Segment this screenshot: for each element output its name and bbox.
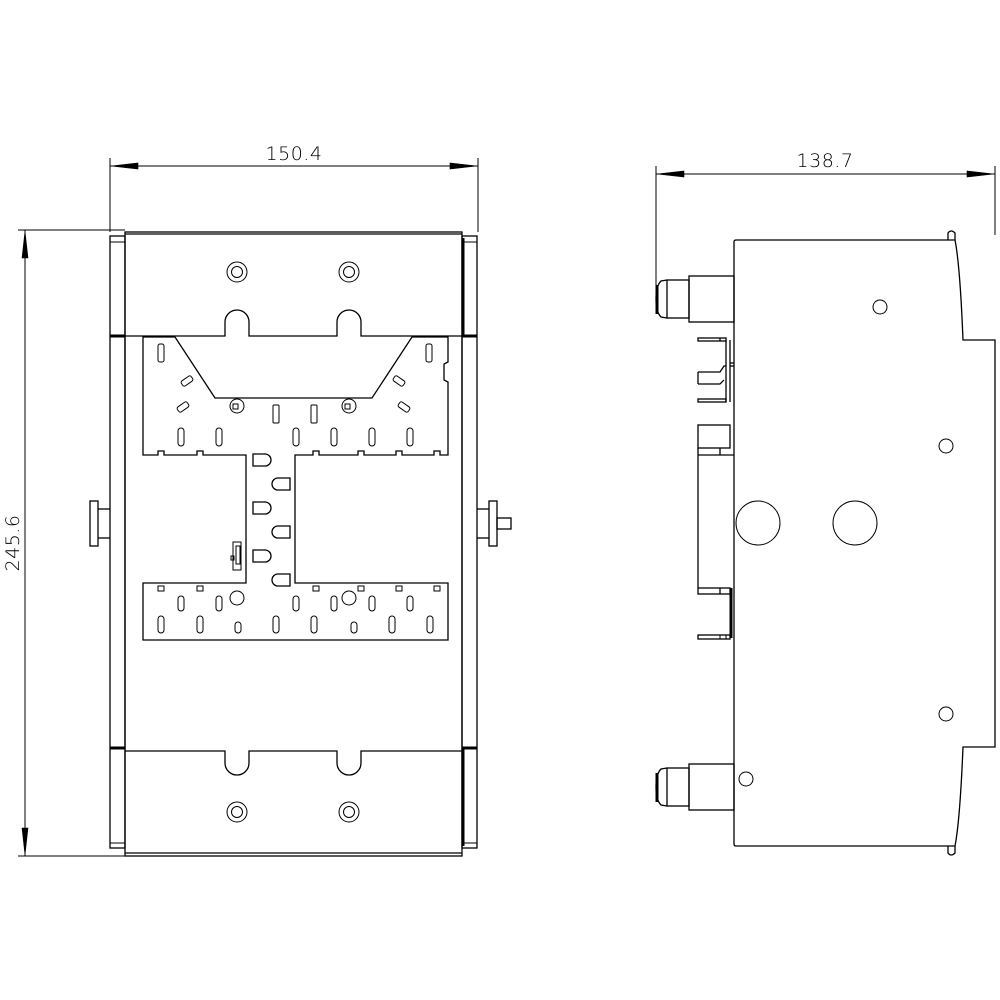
side-body: [733, 239, 996, 847]
arrow-left-icon: [656, 170, 685, 178]
hole-icon: [735, 500, 781, 546]
side-view: 138.7: [655, 150, 996, 856]
hole-icon: [938, 706, 954, 722]
dimension-width: 150.4: [109, 143, 479, 232]
knob-right: [477, 500, 512, 547]
top-terminal-cover: [125, 261, 462, 337]
main-body: [124, 231, 463, 857]
screw-icon: [338, 261, 360, 283]
screw-icon: [226, 261, 248, 283]
latch-icon: [230, 541, 242, 571]
bottom-terminal-cover: [125, 750, 462, 823]
arrow-right-icon: [966, 170, 995, 178]
busbar-plate: [142, 336, 449, 641]
dimension-depth-label: 138.7: [797, 150, 854, 172]
side-rail-left: [109, 235, 126, 849]
arrow-right-icon: [449, 162, 478, 170]
dimension-height: 245.6: [2, 229, 125, 857]
connector-top: [655, 275, 735, 323]
front-view: 150.4 245.6: [2, 143, 512, 857]
mounting-bracket: [697, 337, 734, 640]
hole-icon: [738, 771, 754, 787]
hole-icon: [938, 438, 954, 454]
screw-icon: [338, 801, 360, 823]
dimension-width-label: 150.4: [266, 143, 323, 165]
hole-icon: [832, 500, 878, 546]
dimension-depth: 138.7: [655, 150, 996, 290]
knob-left: [89, 500, 110, 547]
side-rail-right: [461, 235, 478, 849]
dimension-height-label: 245.6: [2, 515, 24, 572]
screw-icon: [226, 801, 248, 823]
arrow-down-icon: [21, 827, 29, 856]
hole-icon: [872, 299, 888, 315]
connector-bottom: [655, 763, 735, 811]
arrow-left-icon: [110, 162, 139, 170]
arrow-up-icon: [21, 230, 29, 259]
